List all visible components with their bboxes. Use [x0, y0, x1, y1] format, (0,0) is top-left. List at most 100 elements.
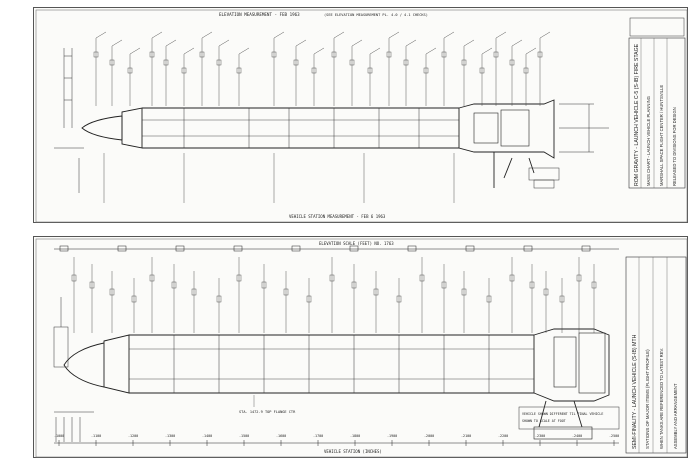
bottom-callout-box [419, 274, 425, 282]
bottom-station-label: -2300 [535, 434, 545, 438]
bottom-station-label: -1800 [350, 434, 360, 438]
top-callout-tick [443, 31, 455, 39]
top-callout-box [386, 51, 392, 58]
bottom-callout-box [559, 295, 565, 303]
midbody-callout: STA. 1472.9 TOP FLANGE CTR [239, 410, 296, 414]
top-callout-box [493, 51, 499, 58]
top-drawing-sheet: ELEVATION MEASUREMENT - FEB 1963 (SEE EL… [33, 7, 688, 223]
top-callout-box [293, 59, 299, 66]
top-callout-box [367, 67, 373, 74]
bottom-scale-marker [581, 245, 591, 252]
bottom-station-label: -1500 [239, 434, 249, 438]
bottom-callout-box [441, 281, 447, 289]
bottom-title-line-2: STATIONS OF MAJOR ITEMS (FLIGHT PROFILE) [645, 349, 650, 449]
note-line-2: SHOWN TO SCALE AT FOOT [522, 419, 566, 423]
top-callout-box [461, 59, 467, 66]
top-title-line-2: MASS CHART - LAUNCH VEHICLE PLANNING [646, 96, 651, 186]
top-callout-tick [463, 39, 475, 47]
top-callout-tick [313, 47, 325, 55]
bottom-footer-title: VEHICLE STATION (INCHES) [324, 449, 382, 454]
bottom-station-label: -2200 [498, 434, 508, 438]
top-callout-box [199, 51, 205, 58]
bottom-station-label: -1600 [276, 434, 286, 438]
top-title-line-3: MARSHALL SPACE FLIGHT CENTER / HUNTSVILL… [659, 85, 664, 186]
top-header-title: ELEVATION MEASUREMENT - FEB 1963 [219, 12, 300, 17]
top-callout-box [423, 67, 429, 74]
top-elevation-ladder [54, 48, 84, 193]
bottom-station-label: -2500 [609, 434, 619, 438]
top-callout-box [163, 59, 169, 66]
bottom-station-callouts [71, 257, 597, 333]
top-callout-box [331, 51, 337, 58]
bottom-callout-box [89, 281, 95, 289]
bottom-title-line-4: ASSEMBLY AND ARRANGEMENT [673, 383, 678, 449]
bottom-callout-box [543, 288, 549, 296]
bottom-scale-marker [59, 245, 69, 252]
bottom-scale-marker [407, 245, 417, 252]
bottom-callout-box [71, 274, 77, 282]
bottom-station-label: -1000 [54, 434, 64, 438]
top-callout-tick [111, 39, 123, 47]
top-callout-tick [165, 39, 177, 47]
top-callout-tick [369, 47, 381, 55]
bottom-station-label: -1200 [128, 434, 138, 438]
bottom-station-label: -1100 [91, 434, 101, 438]
top-callout-box [149, 51, 155, 58]
bottom-callout-box [236, 274, 242, 282]
top-callout-box [537, 51, 543, 58]
top-callout-tick [238, 47, 250, 55]
bottom-callout-box [306, 295, 312, 303]
top-callout-tick [201, 31, 213, 39]
bottom-callout-box [461, 288, 467, 296]
bottom-scale-marker [233, 245, 243, 252]
bottom-title-line-1: SEMI-FINALITY - LAUNCH VEHICLE (S-IB) MT… [632, 334, 638, 449]
bottom-body-segments [128, 335, 535, 393]
bottom-scale-marker [349, 245, 359, 252]
top-callout-box [441, 51, 447, 58]
bottom-callout-box [191, 288, 197, 296]
top-callout-box [349, 59, 355, 66]
top-callout-tick [495, 31, 507, 39]
top-callout-tick [95, 31, 107, 39]
bottom-callout-box [149, 274, 155, 282]
top-callout-tick [151, 31, 163, 39]
bottom-callout-box [529, 281, 535, 289]
top-callout-box [93, 51, 99, 58]
bottom-header-title: ELEVATION SCALE (FEET) NO. 1763 [319, 241, 394, 246]
top-rocket-outline [81, 99, 555, 188]
bottom-drawing-canvas: ELEVATION SCALE (FEET) NO. 1763 [35, 238, 688, 458]
top-drawing-canvas: ELEVATION MEASUREMENT - FEB 1963 (SEE EL… [35, 9, 688, 223]
top-callout-box [509, 59, 515, 66]
top-callout-box [311, 67, 317, 74]
bottom-station-scale: -1000-1100-1200-1300-1400-1500-1600-1700… [54, 434, 619, 446]
bottom-callout-box [576, 274, 582, 282]
bottom-callout-box [509, 274, 515, 282]
top-callout-tick [425, 47, 437, 55]
top-callout-tick [218, 39, 230, 47]
bottom-station-label: -2000 [424, 434, 434, 438]
top-callout-tick [539, 31, 551, 39]
bottom-callout-box [131, 295, 137, 303]
top-callout-box [181, 67, 187, 74]
top-callout-tick [511, 39, 523, 47]
bottom-scale-marker [117, 245, 127, 252]
bottom-callout-box [283, 288, 289, 296]
bottom-callout-box [396, 295, 402, 303]
top-callout-box [236, 67, 242, 74]
bottom-callout-box [486, 295, 492, 303]
bottom-station-label: -1700 [313, 434, 323, 438]
bottom-callout-box [171, 281, 177, 289]
bottom-station-label: -1900 [387, 434, 397, 438]
top-callout-box [216, 59, 222, 66]
bottom-callout-box [109, 288, 115, 296]
bottom-elevation-scale [54, 245, 619, 252]
bottom-scale-marker [523, 245, 533, 252]
bottom-left-detail [53, 297, 94, 442]
top-footer-title: VEHICLE STATION MEASUREMENT - FEB 6 1963 [289, 214, 386, 219]
bottom-callout-box [261, 281, 267, 289]
bottom-callout-box [216, 295, 222, 303]
top-callout-box [109, 59, 115, 66]
bottom-station-label: -1300 [165, 434, 175, 438]
top-callout-tick [129, 47, 141, 55]
top-station-callouts [93, 31, 551, 203]
